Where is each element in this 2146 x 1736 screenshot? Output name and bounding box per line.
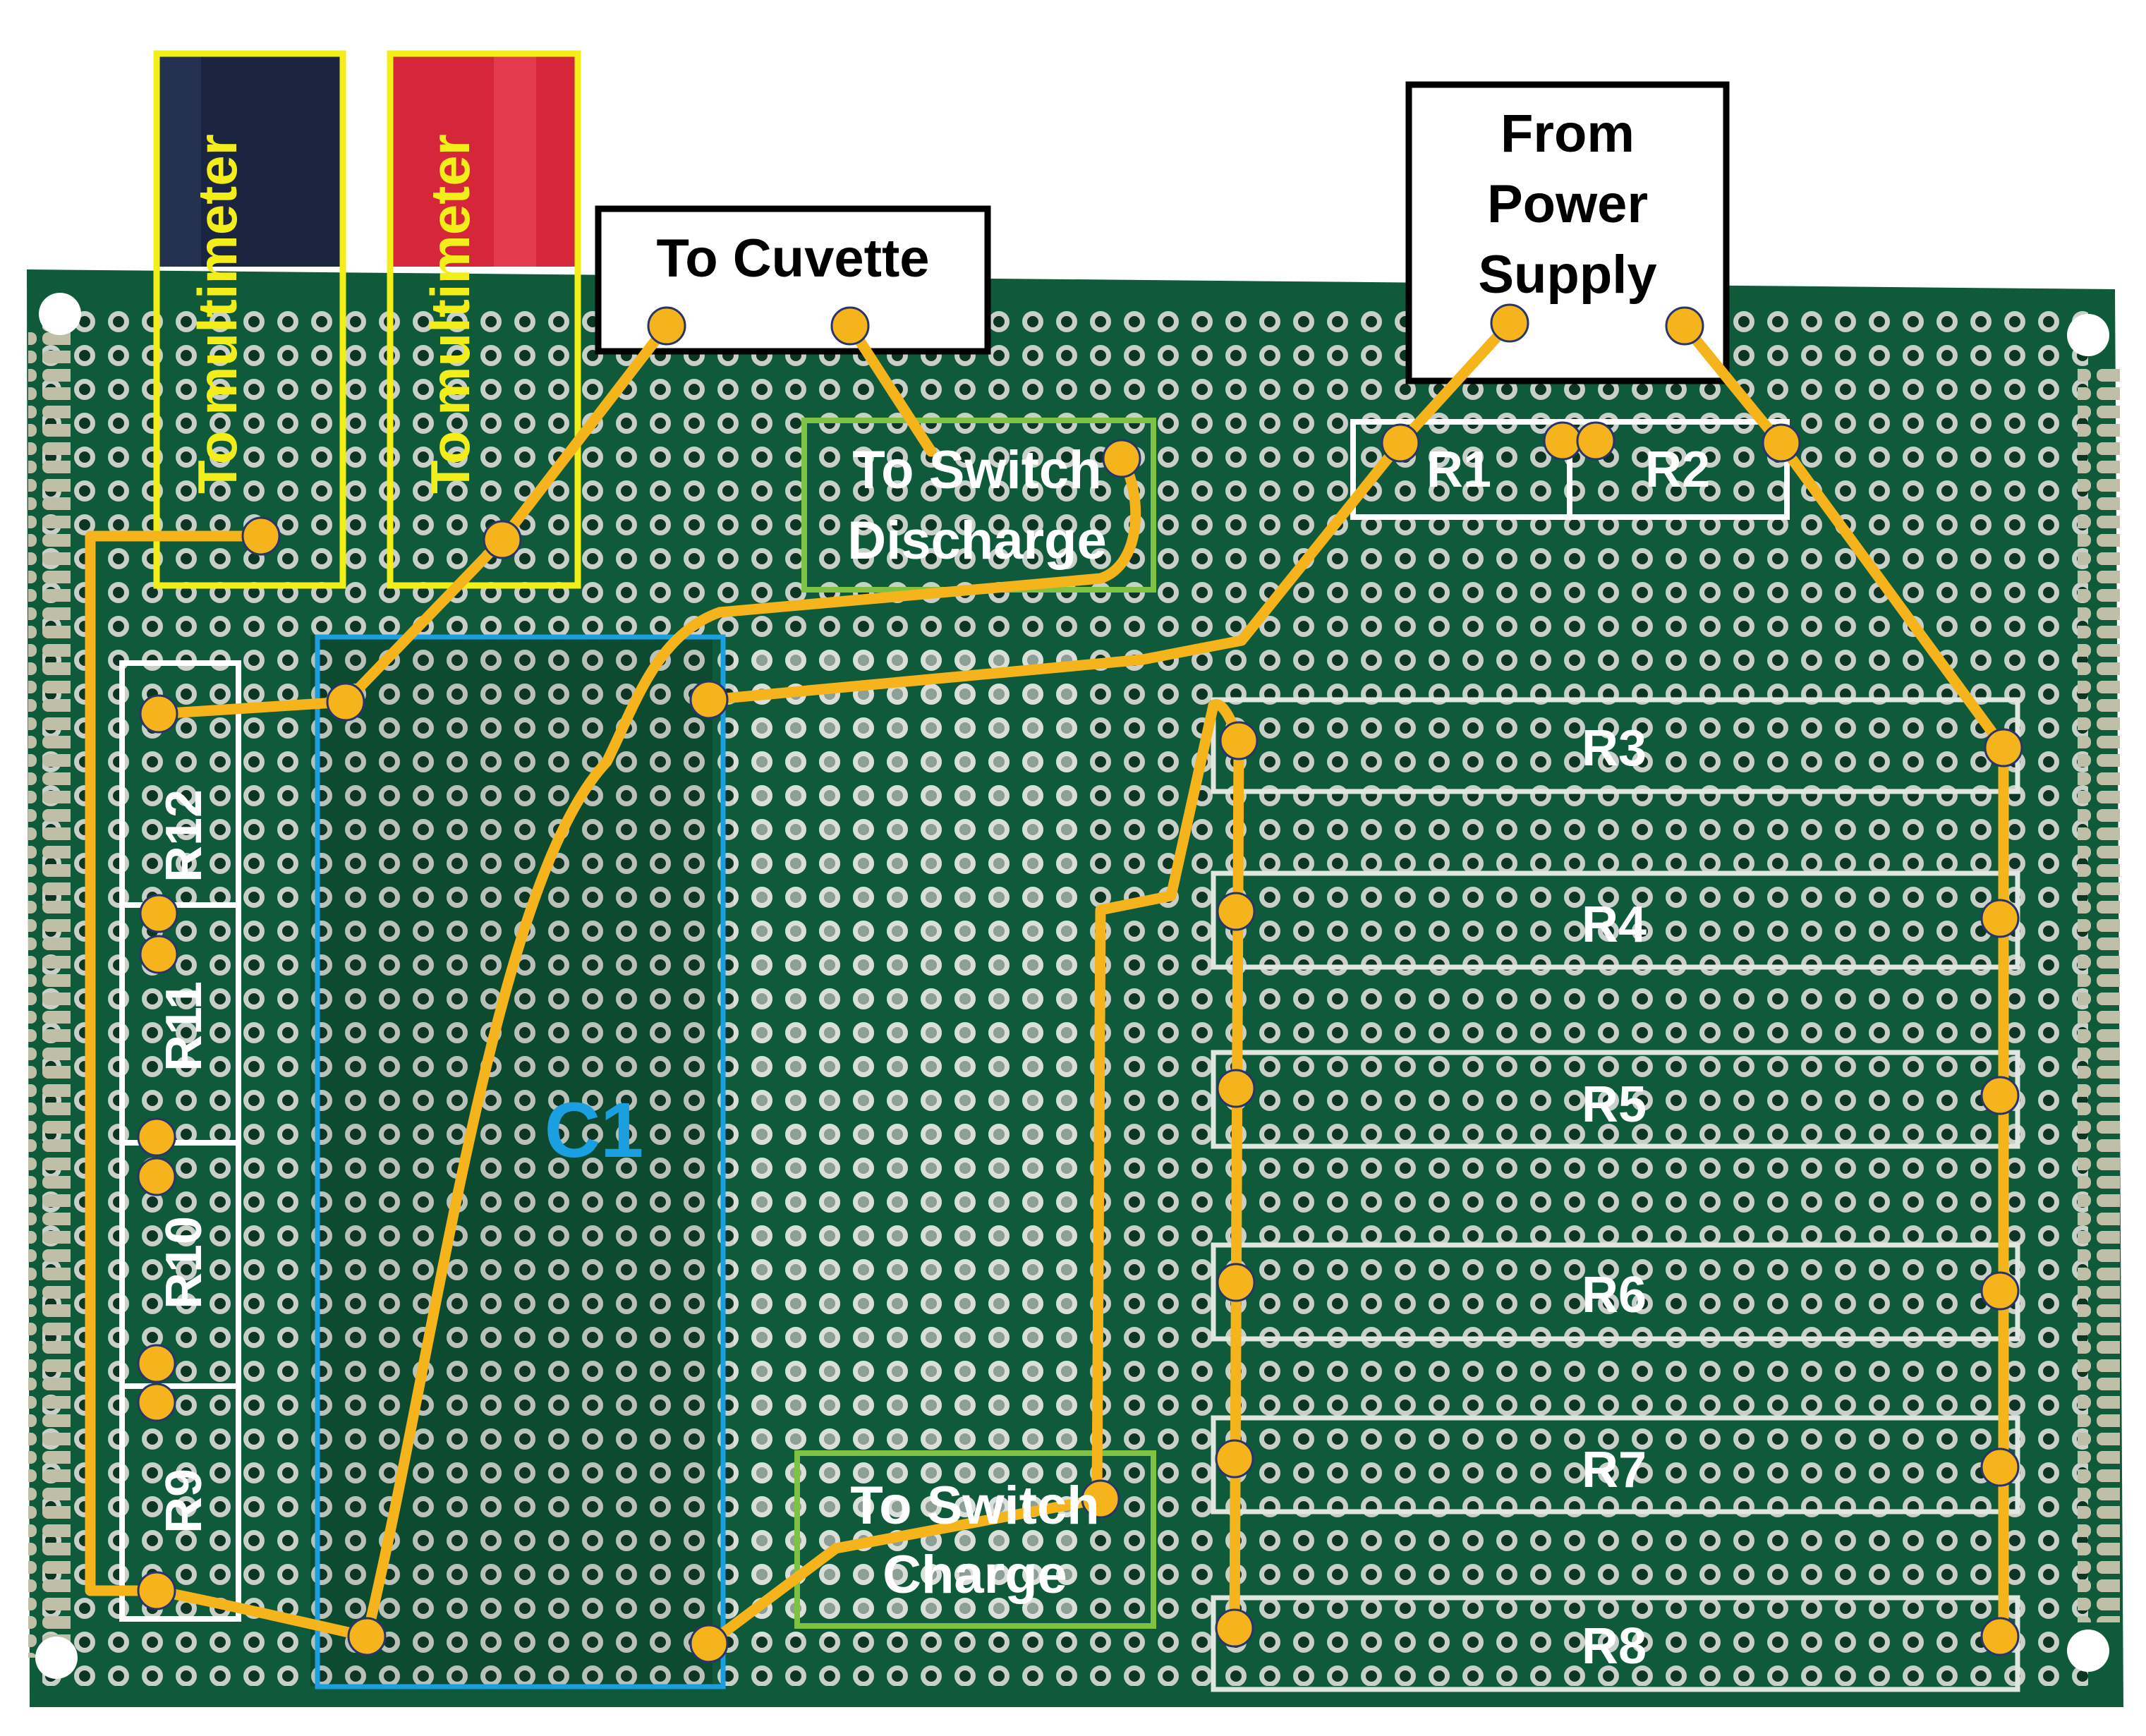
label-r4: R4 (1582, 897, 1647, 953)
label-to-switch-charge-2: Charge (883, 1545, 1067, 1605)
label-power: Power (1487, 174, 1648, 234)
label-r10: R10 (156, 1216, 212, 1309)
label-to-cuvette: To Cuvette (656, 229, 929, 289)
label-r5: R5 (1582, 1076, 1647, 1133)
black-multimeter-lead (159, 55, 341, 267)
label-to-switch-discharge-2: Discharge (847, 511, 1107, 571)
label-supply: Supply (1478, 245, 1656, 305)
pcb-board (27, 269, 2123, 1707)
label-r9: R9 (156, 1469, 212, 1534)
label-r1: R1 (1426, 442, 1491, 498)
switch-charge-box (794, 1450, 1156, 1629)
capacitor-box (315, 634, 726, 1689)
label-c1: C1 (545, 1087, 644, 1174)
red-multimeter-lead (393, 55, 575, 267)
wiring (85, 317, 2009, 1649)
label-r3: R3 (1582, 720, 1647, 777)
label-to-switch-charge-1: To Switch (850, 1476, 1099, 1536)
red-lead-box (387, 50, 581, 589)
label-r6: R6 (1582, 1267, 1647, 1323)
label-r11: R11 (156, 981, 212, 1072)
label-r12: R12 (156, 789, 212, 882)
label-to-switch-discharge-1: To Switch (852, 440, 1101, 500)
black-lead-box (153, 50, 346, 589)
solder-joints (137, 303, 2023, 1663)
label-r7: R7 (1582, 1442, 1647, 1498)
label-to-multimeter-red: To multimeter (419, 134, 481, 494)
label-to-multimeter-black: To multimeter (186, 134, 248, 494)
label-from: From (1501, 104, 1635, 164)
label-r8: R8 (1582, 1618, 1647, 1675)
label-r2: R2 (1645, 442, 1710, 498)
